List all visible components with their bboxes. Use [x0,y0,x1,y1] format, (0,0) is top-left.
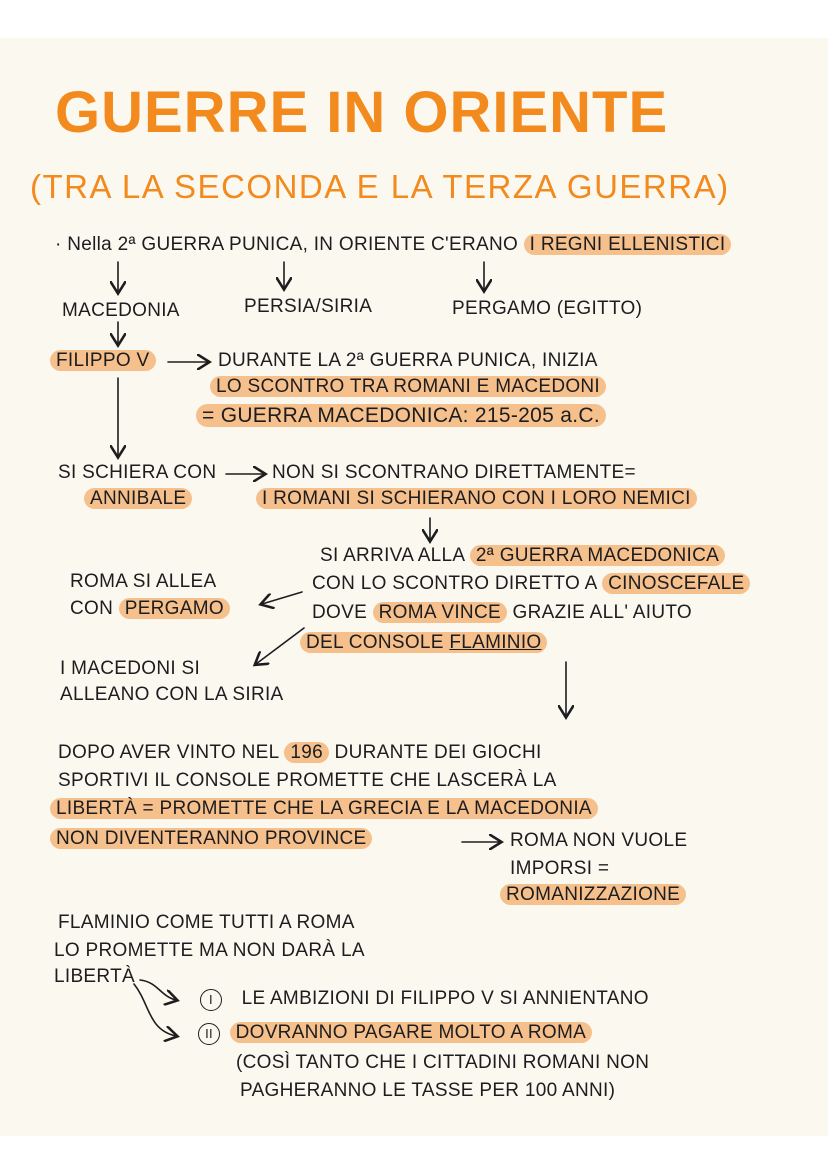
non-si-scontrano: NON SI SCONTRANO DIRETTAMENTE= [272,462,636,483]
year-196-highlight: 196 [284,742,329,763]
cinoscefale-highlight: CINOSCEFALE [602,573,751,594]
si-schiera-con: SI SCHIERA CON [58,462,217,483]
dopo-line-2: SPORTIVI IL CONSOLE PROMETTE CHE LASCERÀ… [58,770,557,791]
pergamo-highlight: PERGAMO [118,598,230,619]
roma-allea-con: CON [70,598,114,619]
note-line-1: (COSÌ TANTO CHE I CITTADINI ROMANI NON [236,1052,650,1073]
imporsi: IMPORSI = [510,858,610,879]
guerra-macedonica-highlight: = GUERRA MACEDONICA: 215-205 a.C. [196,404,606,427]
macedoni-line-2: ALLEANO CON LA SIRIA [60,684,284,705]
regni-ellenistici-highlight: I REGNI ELLENISTICI [523,234,732,255]
dopo-line-1-text: DOPO AVER VINTO NEL [58,742,279,763]
seconda-guerra-highlight: 2ª GUERRA MACEDONICA [469,545,726,566]
second-war-line-2: CON LO SCONTRO DIRETTO A CINOSCEFALE [312,573,751,595]
dopo-line-1-suffix: DURANTE DEI GIOCHI [334,742,542,763]
roma-allea-line-1: ROMA SI ALLEA [70,571,217,592]
filippo-line-3: = GUERRA MACEDONICA: 215-205 a.C. [196,404,606,428]
annibale-highlight: ANNIBALE [84,488,193,509]
romanizzazione-line: ROMANIZZAZIONE [500,884,687,906]
filippo-line-1: DURANTE LA 2ª GUERRA PUNICA, INIZIA [218,350,598,371]
dopo-line-1: DOPO AVER VINTO NEL 196 DURANTE DEI GIOC… [58,742,542,764]
flaminio-line-2: LO PROMETTE MA NON DARÀ LA [54,940,365,961]
second-war-line-3: DOVE ROMA VINCE GRAZIE ALL' AIUTO [312,602,692,624]
page-title: GUERRE IN ORIENTE [55,80,669,145]
second-war-line-2-text: CON LO SCONTRO DIRETTO A [312,573,597,594]
flaminio-line-3: LIBERTÀ [54,966,135,987]
liberta-highlight: LIBERTÀ = PROMETTE CHE LA GRECIA E LA MA… [50,798,598,819]
page-subtitle: (TRA LA SECONDA E LA TERZA GUERRA) [30,168,730,205]
romanizzazione-highlight: ROMANIZZAZIONE [500,884,687,905]
filippo-line-2: LO SCONTRO TRA ROMANI E MACEDONI [210,376,607,398]
point-2: II DOVRANNO PAGARE MOLTO A ROMA [198,1022,593,1045]
dopo-line-4: NON DIVENTERANNO PROVINCE [50,828,373,850]
roma-non-vuole: ROMA NON VUOLE [510,830,688,851]
second-war-line-3-suffix: GRAZIE ALL' AIUTO [512,602,692,623]
point-2-highlight: DOVRANNO PAGARE MOLTO A ROMA [229,1022,593,1043]
point-1-text: LE AMBIZIONI DI FILIPPO V SI ANNIENTANO [241,988,649,1009]
annibale-label: ANNIBALE [84,488,193,510]
scontro-highlight: LO SCONTRO TRA ROMANI E MACEDONI [210,376,607,397]
intro-text: · Nella 2ª GUERRA PUNICA, IN ORIENTE C'E… [55,234,519,255]
flaminio-underlined: FLAMINIO [449,632,542,653]
console-flaminio-highlight: DEL CONSOLE FLAMINIO [300,632,548,653]
roma-allea-line-2: CON PERGAMO [70,598,230,620]
province-highlight: NON DIVENTERANNO PROVINCE [50,828,373,849]
flaminio-line-1: FLAMINIO COME TUTTI A ROMA [58,912,355,933]
romani-nemici-highlight: I ROMANI SI SCHIERANO CON I LORO NEMICI [256,488,697,509]
second-war-line-1: SI ARRIVA ALLA 2ª GUERRA MACEDONICA [320,545,726,567]
filippo-highlight: FILIPPO V [50,350,156,371]
kingdom-pergamo: PERGAMO (EGITTO) [452,298,643,319]
point-1: I LE AMBIZIONI DI FILIPPO V SI ANNIENTAN… [200,988,649,1011]
point-1-number: I [200,989,222,1011]
note-line-2: PAGHERANNO LE TASSE PER 100 ANNI) [240,1080,616,1101]
filippo-label: FILIPPO V [50,350,156,372]
del-console-text: DEL CONSOLE [306,632,444,653]
dopo-line-3: LIBERTÀ = PROMETTE CHE LA GRECIA E LA MA… [50,798,598,820]
second-war-line-3-text: DOVE [312,602,368,623]
romani-nemici-line: I ROMANI SI SCHIERANO CON I LORO NEMICI [256,488,697,510]
kingdom-persia-siria: PERSIA/SIRIA [244,296,373,317]
second-war-line-4: DEL CONSOLE FLAMINIO [300,632,548,654]
second-war-line-1-text: SI ARRIVA ALLA [320,545,465,566]
kingdom-macedonia: MACEDONIA [62,300,180,321]
intro-line: · Nella 2ª GUERRA PUNICA, IN ORIENTE C'E… [55,234,732,256]
macedoni-line-1: I MACEDONI SI [60,658,201,679]
roma-vince-highlight: ROMA VINCE [372,602,507,623]
point-2-number: II [198,1023,220,1045]
